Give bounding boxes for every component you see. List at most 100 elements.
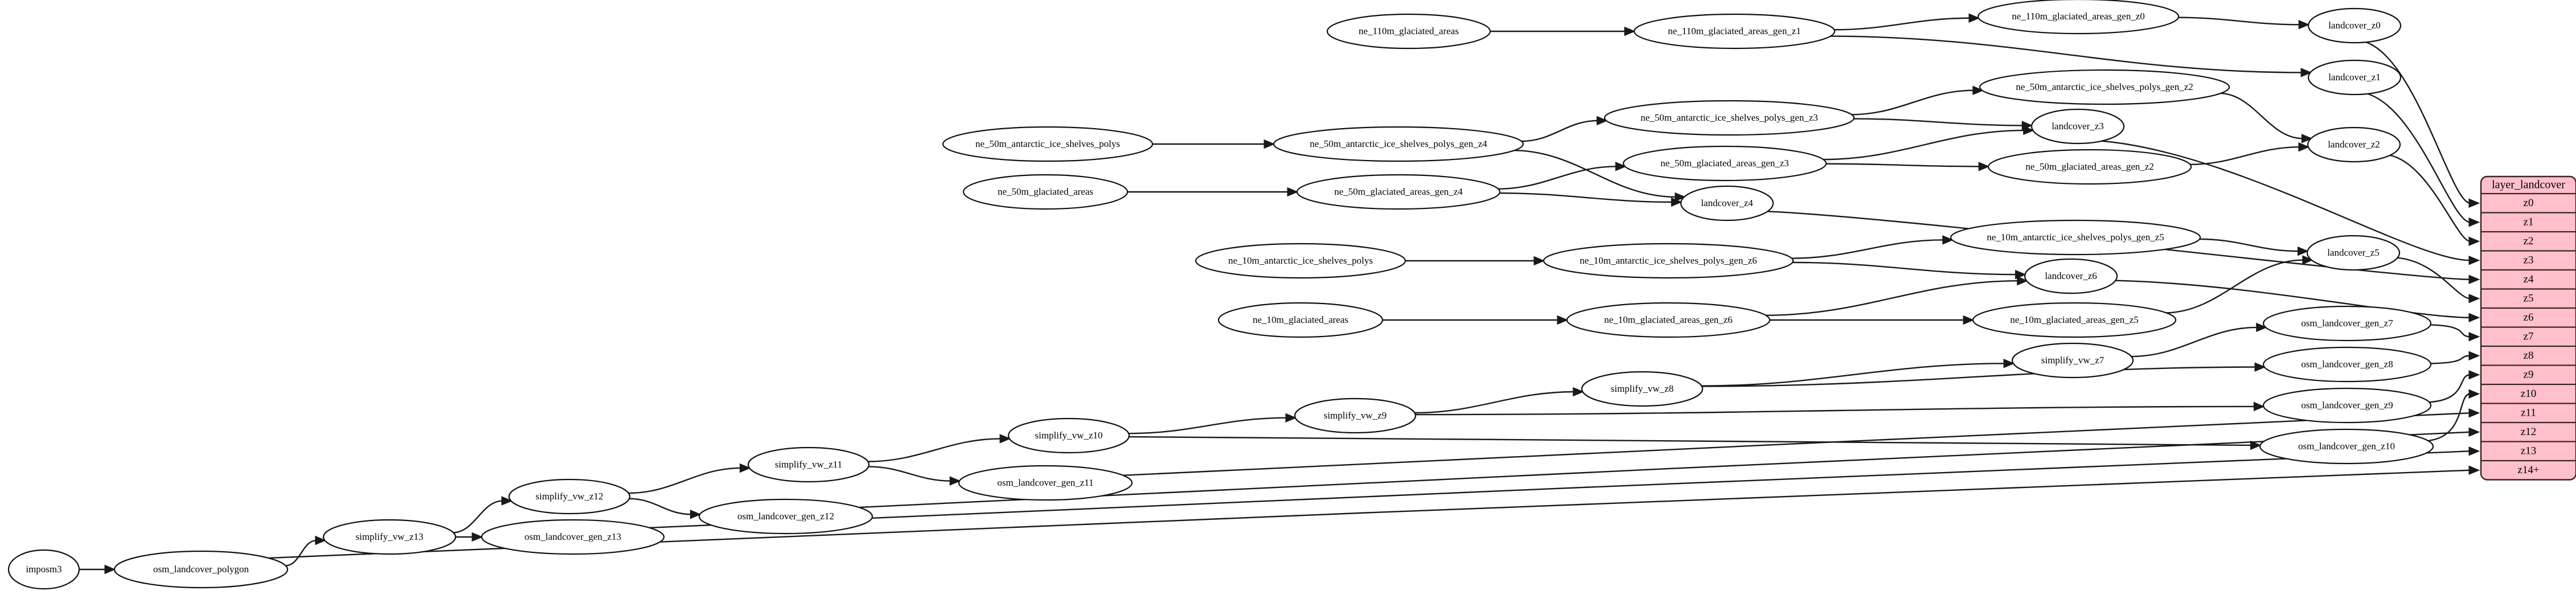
node-shape <box>2307 59 2402 96</box>
edge-arrowhead <box>690 510 702 519</box>
node-label: simplify_vw_z13 <box>356 531 424 542</box>
node-shape <box>1633 13 1836 50</box>
graph-node-landcover_z0[interactable]: landcover_z0 <box>2307 7 2402 44</box>
graph-node-osm_landcover_gen_z12[interactable]: osm_landcover_gen_z12 <box>698 498 873 535</box>
graph-node-simplify_vw_z9[interactable]: simplify_vw_z9 <box>1294 397 1417 434</box>
graph-node-landcover_z3[interactable]: landcover_z3 <box>2031 108 2125 145</box>
node-shape <box>2262 305 2432 342</box>
graph-node-landcover_z2[interactable]: landcover_z2 <box>2307 126 2401 163</box>
edge-arrowhead <box>1972 85 1984 95</box>
graph-node-ne_10m_antarctic_ice_shelves_polys[interactable]: ne_10m_antarctic_ice_shelves_polys <box>1195 243 1406 279</box>
edge-ne_10m_antarctic_ice_shelves_polys_gen_z6-to-landcover_z6 <box>1791 261 2017 276</box>
graph-node-simplify_vw_z8[interactable]: simplify_vw_z8 <box>1581 371 1704 407</box>
node-label: ne_50m_antarctic_ice_shelves_polys_gen_z… <box>1310 138 1487 149</box>
node-label: osm_landcover_gen_z7 <box>2301 318 2393 329</box>
edge-arrowhead <box>2302 255 2314 265</box>
node-shape <box>1603 100 1855 136</box>
edge-arrowhead <box>2468 294 2480 304</box>
edge-arrowhead <box>1624 26 1636 36</box>
graph-node-ne_50m_antarctic_ice_shelves_polys_gen_z2[interactable]: ne_50m_antarctic_ice_shelves_polys_gen_z… <box>1979 69 2230 105</box>
node-label: ne_50m_glaciated_areas_gen_z4 <box>1334 186 1463 197</box>
graph-node-imposm3[interactable]: imposm3 <box>7 549 80 590</box>
graph-node-landcover_z1[interactable]: landcover_z1 <box>2307 59 2402 96</box>
node-shape <box>2031 108 2125 145</box>
graph-node-osm_landcover_gen_z8[interactable]: osm_landcover_gen_z8 <box>2262 346 2432 383</box>
node-shape <box>2307 126 2401 163</box>
node-label: ne_10m_glaciated_areas_gen_z6 <box>1604 314 1733 325</box>
edge-landcover_z2-to-layer_landcover-z2 <box>2388 154 2471 242</box>
record-row-label: z10 <box>2521 388 2536 400</box>
graph-node-ne_10m_glaciated_areas_gen_z5[interactable]: ne_10m_glaciated_areas_gen_z5 <box>1972 302 2177 338</box>
node-label: landcover_z5 <box>2327 247 2380 258</box>
node-label: landcover_z6 <box>2045 270 2097 281</box>
edge-arrowhead <box>104 564 116 575</box>
graph-node-simplify_vw_z13[interactable]: simplify_vw_z13 <box>322 519 457 555</box>
graph-node-ne_110m_glaciated_areas_gen_z0[interactable]: ne_110m_glaciated_areas_gen_z0 <box>1977 0 2180 35</box>
edge-landcover_z5-to-layer_landcover-z5 <box>2396 257 2471 300</box>
record-row-label: z7 <box>2524 331 2534 343</box>
node-label: ne_10m_antarctic_ice_shelves_polys_gen_z… <box>1580 255 1757 266</box>
node-shape <box>1972 302 2177 338</box>
graph-node-ne_50m_antarctic_ice_shelves_polys[interactable]: ne_50m_antarctic_ice_shelves_polys <box>942 126 1154 162</box>
edge-arrowhead <box>1596 116 1608 126</box>
edge-landcover_z6-to-layer_landcover-z6 <box>2114 280 2471 318</box>
node-label: osm_landcover_gen_z11 <box>997 477 1093 488</box>
node-shape <box>958 465 1133 501</box>
graph-node-simplify_vw_z11[interactable]: simplify_vw_z11 <box>747 446 870 483</box>
edge-simplify_vw_z8-to-osm_landcover_gen_z8 <box>1701 366 2257 387</box>
edge-arrowhead <box>2253 401 2265 412</box>
graph-node-ne_10m_glaciated_areas_gen_z6[interactable]: ne_10m_glaciated_areas_gen_z6 <box>1566 302 1771 338</box>
graph-node-ne_10m_antarctic_ice_shelves_polys_gen_z5[interactable]: ne_10m_antarctic_ice_shelves_polys_gen_z… <box>1950 219 2201 256</box>
graph-node-ne_50m_antarctic_ice_shelves_polys_gen_z4[interactable]: ne_50m_antarctic_ice_shelves_polys_gen_z… <box>1273 126 1524 162</box>
graph-node-ne_110m_glaciated_areas_gen_z1[interactable]: ne_110m_glaciated_areas_gen_z1 <box>1633 13 1836 50</box>
node-label: simplify_vw_z8 <box>1611 383 1674 394</box>
edge-arrowhead <box>2003 359 2015 368</box>
node-shape <box>1987 149 2192 185</box>
edge-ne_110m_glaciated_areas_gen_z1-to-landcover_z1 <box>1829 35 2303 73</box>
graph-node-ne_50m_glaciated_areas_gen_z3[interactable]: ne_50m_glaciated_areas_gen_z3 <box>1622 145 1827 182</box>
node-shape <box>2011 342 2134 379</box>
graph-node-simplify_vw_z10[interactable]: simplify_vw_z10 <box>1007 417 1130 454</box>
edge-ne_50m_antarctic_ice_shelves_polys_gen_z2-to-landcover_z2 <box>2218 92 2303 140</box>
edge-osm_landcover_gen_z9-to-layer_landcover-z9 <box>2428 374 2471 403</box>
graph-node-osm_landcover_gen_z11[interactable]: osm_landcover_gen_z11 <box>958 465 1133 501</box>
edge-simplify_vw_z9-to-osm_landcover_gen_z9 <box>1414 405 2255 416</box>
node-label: ne_110m_glaciated_areas_gen_z1 <box>1668 26 1801 36</box>
edge-arrowhead <box>2023 125 2034 136</box>
edge-ne_10m_antarctic_ice_shelves_polys_gen_z6-to-ne_10m_antarctic_ice_shelves_polys_gen_z5 <box>1791 239 1944 259</box>
graph-node-ne_110m_glaciated_areas[interactable]: ne_110m_glaciated_areas <box>1326 13 1491 50</box>
graph-node-simplify_vw_z12[interactable]: simplify_vw_z12 <box>508 478 631 515</box>
graph-node-landcover_z4[interactable]: landcover_z4 <box>1680 185 1774 222</box>
graph-node-osm_landcover_gen_z13[interactable]: osm_landcover_gen_z13 <box>481 519 665 555</box>
graph-node-simplify_vw_z7[interactable]: simplify_vw_z7 <box>2011 342 2134 379</box>
node-label: landcover_z4 <box>1701 198 1753 208</box>
record-row-label: z5 <box>2524 293 2534 305</box>
graph-node-ne_50m_glaciated_areas[interactable]: ne_50m_glaciated_areas <box>962 174 1129 210</box>
graph-node-ne_50m_glaciated_areas_gen_z4[interactable]: ne_50m_glaciated_areas_gen_z4 <box>1296 174 1501 210</box>
edge-ne_10m_glaciated_areas_gen_z6-to-landcover_z6 <box>1765 280 2019 317</box>
graph-node-landcover_z6[interactable]: landcover_z6 <box>2024 258 2118 294</box>
graph-node-osm_landcover_gen_z10[interactable]: osm_landcover_gen_z10 <box>2259 428 2434 465</box>
graph-node-ne_10m_antarctic_ice_shelves_polys_gen_z6[interactable]: ne_10m_antarctic_ice_shelves_polys_gen_z… <box>1543 243 1794 279</box>
node-shape <box>1979 69 2230 105</box>
graph-node-ne_50m_glaciated_areas_gen_z2[interactable]: ne_50m_glaciated_areas_gen_z2 <box>1987 149 2192 185</box>
edge-landcover_z3-to-layer_landcover-z3 <box>2097 140 2471 261</box>
edge-arrowhead <box>2298 142 2310 152</box>
edge-arrowhead <box>1942 235 1954 245</box>
graph-node-osm_landcover_gen_z9[interactable]: osm_landcover_gen_z9 <box>2262 387 2432 424</box>
graph-node-osm_landcover_gen_z7[interactable]: osm_landcover_gen_z7 <box>2262 305 2432 342</box>
edge-arrowhead <box>1963 315 1975 325</box>
edge-arrowhead <box>1968 13 1980 23</box>
graph-node-ne_50m_antarctic_ice_shelves_polys_gen_z3[interactable]: ne_50m_antarctic_ice_shelves_polys_gen_z… <box>1603 100 1855 136</box>
node-shape <box>747 446 870 483</box>
node-shape <box>113 550 289 589</box>
edge-ne_10m_antarctic_ice_shelves_polys_gen_z5-to-landcover_z5 <box>2198 238 2299 252</box>
graph-node-osm_landcover_polygon[interactable]: osm_landcover_polygon <box>113 550 289 589</box>
edge-simplify_vw_z12-to-simplify_vw_z11 <box>627 467 741 494</box>
edge-arrowhead <box>1285 413 1297 423</box>
graph-node-landcover_z5[interactable]: landcover_z5 <box>2306 235 2401 271</box>
node-shape <box>322 519 457 555</box>
graph-node-ne_10m_glaciated_areas[interactable]: ne_10m_glaciated_areas <box>1217 302 1384 338</box>
node-shape <box>1977 0 2180 35</box>
